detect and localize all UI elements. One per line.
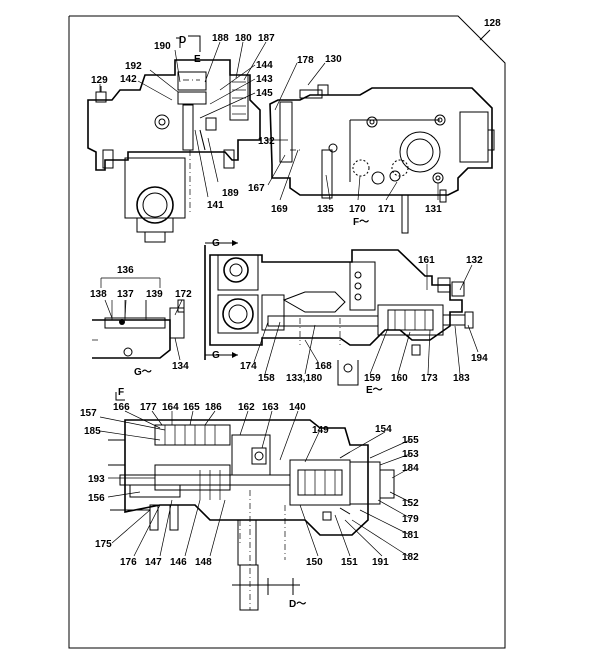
callout-174: 174 [240,361,257,372]
e-view-mark-top: E [194,54,201,65]
top-left-valve-body [87,59,261,243]
callout-168: 168 [315,361,332,372]
f-view-mark-bottom: F～ [353,217,369,228]
callout-137: 137 [117,289,134,300]
page-frame [68,15,506,649]
callout-138: 138 [90,289,107,300]
d-cut-marker-top [176,35,201,52]
callout-139: 139 [146,289,163,300]
callout-141: 141 [207,200,224,211]
callout-142: 142 [120,74,137,85]
callout-153: 153 [402,449,419,460]
callout-148: 148 [195,557,212,568]
g-view-mark-lower: G [212,350,220,361]
callout-129: 129 [91,75,108,86]
callout-184: 184 [402,463,419,474]
callout-166: 166 [113,402,130,413]
callout-169: 169 [271,204,288,215]
callout-191: 191 [372,557,389,568]
middle-regulator-section [204,240,474,386]
callout-177: 177 [140,402,157,413]
callout-163: 163 [262,402,279,413]
callout-130: 130 [325,54,342,65]
callout-186: 186 [205,402,222,413]
bottom-spool-section [108,419,395,611]
callout-170: 170 [349,204,366,215]
callout-164: 164 [162,402,179,413]
callout-172: 172 [175,289,192,300]
callout-189: 189 [222,188,239,199]
callout-135: 135 [317,204,334,215]
e-view-mark-bottom: E～ [366,385,383,396]
callout-193: 193 [88,474,105,485]
callout-173: 173 [421,373,438,384]
g-view-mark-bottom: G～ [134,367,152,378]
callout-171: 171 [378,204,395,215]
callout-151: 151 [341,557,358,568]
callout-136: 136 [117,265,134,276]
callout-156: 156 [88,493,105,504]
callout-145: 145 [256,88,273,99]
callout-162: 162 [238,402,255,413]
callout-179: 179 [402,514,419,525]
callout-176: 176 [120,557,137,568]
callout-175: 175 [95,539,112,550]
callout-150: 150 [306,557,323,568]
callout-157: 157 [80,408,97,419]
callout-134: 134 [172,361,189,372]
callout-190: 190 [154,41,171,52]
callout-143: 143 [256,74,273,85]
callout-133-180: 133,180 [286,373,323,384]
page-number: 128 [484,18,501,29]
callout-161: 161 [418,255,435,266]
callout-144: 144 [256,60,273,71]
f-view-mark-top: F [118,387,124,398]
top-right-regulator-housing [269,84,495,234]
callout-132-top: 132 [258,136,275,147]
callout-194: 194 [471,353,488,364]
callout-158: 158 [258,373,275,384]
callout-182: 182 [402,552,419,563]
callout-155: 155 [402,435,419,446]
d-view-mark-bottom: D～ [289,599,306,610]
callout-185: 185 [84,426,101,437]
callout-147: 147 [145,557,162,568]
callout-188: 188 [212,33,229,44]
callout-152: 152 [402,498,419,509]
d-view-mark-top: D [179,35,186,46]
callout-181: 181 [402,530,419,541]
callout-131: 131 [425,204,442,215]
f-cut-marker [115,392,125,401]
callout-146: 146 [170,557,187,568]
callout-183: 183 [453,373,470,384]
callout-132-mid: 132 [466,255,483,266]
callout-167: 167 [248,183,265,194]
callout-159: 159 [364,373,381,384]
callout-154: 154 [375,424,392,435]
g-view-mark-upper: G [212,238,220,249]
callout-187: 187 [258,33,275,44]
callout-180: 180 [235,33,252,44]
callout-149: 149 [312,425,329,436]
leader-lines [99,41,479,557]
callout-140: 140 [289,402,306,413]
callout-165: 165 [183,402,200,413]
page-number-leader [479,29,491,41]
callout-160: 160 [391,373,408,384]
callout-192: 192 [125,61,142,72]
detail-g-view [92,277,185,361]
callout-178: 178 [297,55,314,66]
callout-labels: 188 180 187 190 192 129 142 144 143 145 … [80,33,488,568]
